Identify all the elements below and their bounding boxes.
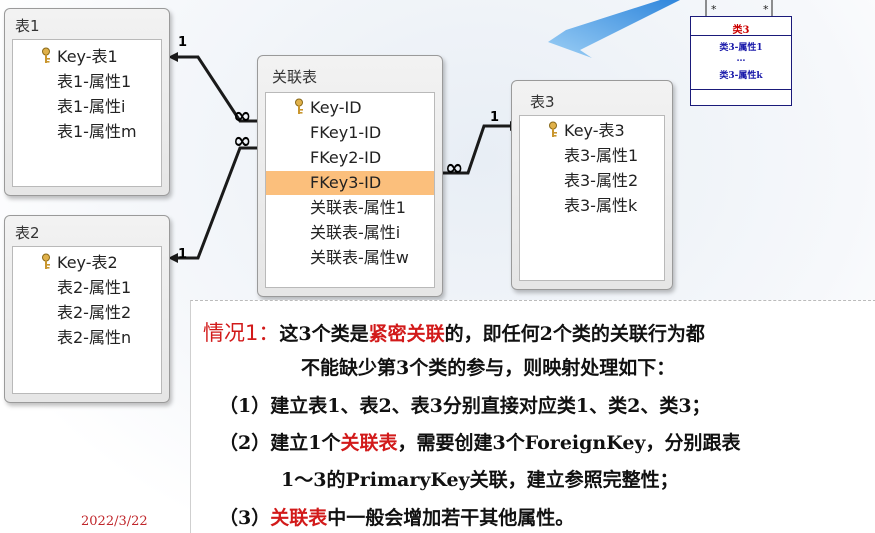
association-table-field[interactable]: 关联表-属性1 bbox=[266, 196, 434, 220]
association-table-fields: Key-ID FKey1-ID FKey2-ID FKey3-ID 关联表-属性… bbox=[265, 92, 435, 288]
text-line-3: （1）建立表1、表2、表3分别直接对应类1、类2、类3； bbox=[219, 395, 711, 417]
table-3-field[interactable]: Key-表3 bbox=[520, 119, 664, 143]
uml-divider bbox=[691, 89, 791, 90]
text-span: 这3个类是 bbox=[279, 323, 369, 345]
cardinality-one-t3: 1 bbox=[490, 110, 500, 125]
association-table-field[interactable]: FKey2-ID bbox=[266, 146, 434, 170]
table-1-fields: Key-表1 表1-属性1 表1-属性i 表1-属性m bbox=[12, 39, 162, 187]
field-label: Key-表1 bbox=[57, 47, 118, 66]
table-2-title: 表2 bbox=[15, 224, 40, 242]
field-label: FKey3-ID bbox=[310, 173, 382, 192]
text-highlight: 关联表 bbox=[270, 507, 328, 529]
table-2-field[interactable]: 表2-属性2 bbox=[13, 301, 161, 325]
association-table-field[interactable]: 关联表-属性w bbox=[266, 246, 434, 270]
explanation-textbox: 情况1：这3个类是紧密关联的，即任何2个类的关联行为都 不能缺少第3个类的参与，… bbox=[190, 300, 875, 533]
uml-divider bbox=[691, 35, 791, 36]
text-span: ，需要创建3个ForeignKey，分别跟表 bbox=[397, 432, 741, 454]
table-2-fields: Key-表2 表2-属性1 表2-属性2 表2-属性n bbox=[12, 246, 162, 394]
field-label: 表2-属性n bbox=[57, 328, 132, 347]
association-table-field-selected[interactable]: FKey3-ID bbox=[266, 171, 434, 195]
table-1-title: 表1 bbox=[15, 17, 40, 35]
slide-date: 2022/3/22 bbox=[81, 514, 148, 529]
table-3-field[interactable]: 表3-属性2 bbox=[520, 169, 664, 193]
table-2-window[interactable]: 表2 Key-表2 表2-属性1 表2-属性2 表2-属性n bbox=[4, 215, 170, 403]
text-highlight: 关联表 bbox=[340, 432, 398, 454]
association-table-field[interactable]: FKey1-ID bbox=[266, 121, 434, 145]
field-label: Key-ID bbox=[310, 98, 362, 117]
table-1-window[interactable]: 表1 Key-表1 表1-属性1 表1-属性i 表1-属性m bbox=[4, 8, 170, 196]
field-label: 表2-属性1 bbox=[57, 278, 132, 297]
field-label: 表1-属性1 bbox=[57, 72, 132, 91]
table-1-field[interactable]: 表1-属性m bbox=[13, 120, 161, 144]
text-line-6: （3）关联表中一般会增加若干其他属性。 bbox=[219, 503, 574, 530]
cardinality-many-t2: ∞ bbox=[233, 129, 252, 154]
text-line-1: 情况1：这3个类是紧密关联的，即任何2个类的关联行为都 bbox=[203, 317, 705, 347]
multiplicity-left: * bbox=[711, 3, 717, 16]
field-label: 关联表-属性1 bbox=[310, 198, 406, 217]
text-highlight: 紧密关联 bbox=[368, 323, 445, 345]
uml-attribute: 类3-属性1 bbox=[719, 43, 763, 53]
multiplicity-right: * bbox=[763, 3, 769, 16]
text-span: （3） bbox=[219, 507, 271, 529]
table-3-title: 表3 bbox=[530, 93, 555, 111]
field-label: 表3-属性2 bbox=[564, 171, 639, 190]
field-label: FKey2-ID bbox=[310, 148, 382, 167]
table-1-field[interactable]: 表1-属性1 bbox=[13, 70, 161, 94]
association-table-window[interactable]: 关联表 Key-ID FKey1-ID FKey2-ID FKey3-ID 关联… bbox=[257, 55, 443, 297]
field-label: 表3-属性1 bbox=[564, 146, 639, 165]
table-3-fields: Key-表3 表3-属性1 表3-属性2 表3-属性k bbox=[519, 115, 665, 281]
field-label: 关联表-属性i bbox=[310, 223, 401, 242]
table-3-field[interactable]: 表3-属性k bbox=[520, 194, 664, 218]
field-label: 关联表-属性w bbox=[310, 248, 409, 267]
field-label: Key-表3 bbox=[564, 121, 625, 140]
association-table-field[interactable]: 关联表-属性i bbox=[266, 221, 434, 245]
table-3-window[interactable]: 表3 Key-表3 表3-属性1 表3-属性2 表3-属性k bbox=[511, 80, 673, 290]
field-label: 表2-属性2 bbox=[57, 303, 132, 322]
table-1-field[interactable]: 表1-属性i bbox=[13, 95, 161, 119]
key-icon bbox=[549, 121, 557, 137]
key-icon bbox=[42, 47, 50, 63]
table-2-field[interactable]: 表2-属性1 bbox=[13, 276, 161, 300]
key-icon bbox=[42, 253, 50, 269]
uml-class-name: 类3 bbox=[732, 25, 750, 36]
cardinality-many-t3: ∞ bbox=[445, 156, 464, 181]
cardinality-one-t2: 1 bbox=[178, 247, 188, 262]
text-span: 中一般会增加若干其他属性。 bbox=[327, 507, 575, 529]
table-2-field[interactable]: 表2-属性n bbox=[13, 326, 161, 350]
text-span: 的，即任何2个类的关联行为都 bbox=[444, 323, 705, 345]
table-2-field[interactable]: Key-表2 bbox=[13, 251, 161, 275]
field-label: 表1-属性i bbox=[57, 97, 126, 116]
field-label: Key-表2 bbox=[57, 253, 118, 272]
case-heading: 情况1： bbox=[203, 321, 280, 345]
text-line-4: （2）建立1个关联表，需要创建3个ForeignKey，分别跟表 bbox=[219, 428, 740, 455]
association-table-field[interactable]: Key-ID bbox=[266, 96, 434, 120]
table-1-field[interactable]: Key-表1 bbox=[13, 45, 161, 69]
key-icon bbox=[295, 98, 303, 114]
uml-attribute: 类3-属性k bbox=[719, 71, 763, 81]
text-line-2: 不能缺少第3个类的参与，则映射处理如下： bbox=[301, 357, 676, 379]
uml-class-box: * * 类3 类3-属性1 … 类3-属性k bbox=[690, 3, 792, 106]
cardinality-many-t1: ∞ bbox=[233, 104, 252, 129]
text-span: （2）建立1个 bbox=[219, 432, 341, 454]
association-table-title: 关联表 bbox=[272, 68, 318, 86]
text-line-5: 1～3的PrimaryKey关联，建立参照完整性； bbox=[281, 469, 679, 491]
uml-ellipsis: … bbox=[736, 54, 746, 64]
table-3-field[interactable]: 表3-属性1 bbox=[520, 144, 664, 168]
field-label: 表1-属性m bbox=[57, 122, 137, 141]
field-label: FKey1-ID bbox=[310, 123, 382, 142]
cardinality-one-t1: 1 bbox=[178, 35, 188, 50]
field-label: 表3-属性k bbox=[564, 196, 638, 215]
